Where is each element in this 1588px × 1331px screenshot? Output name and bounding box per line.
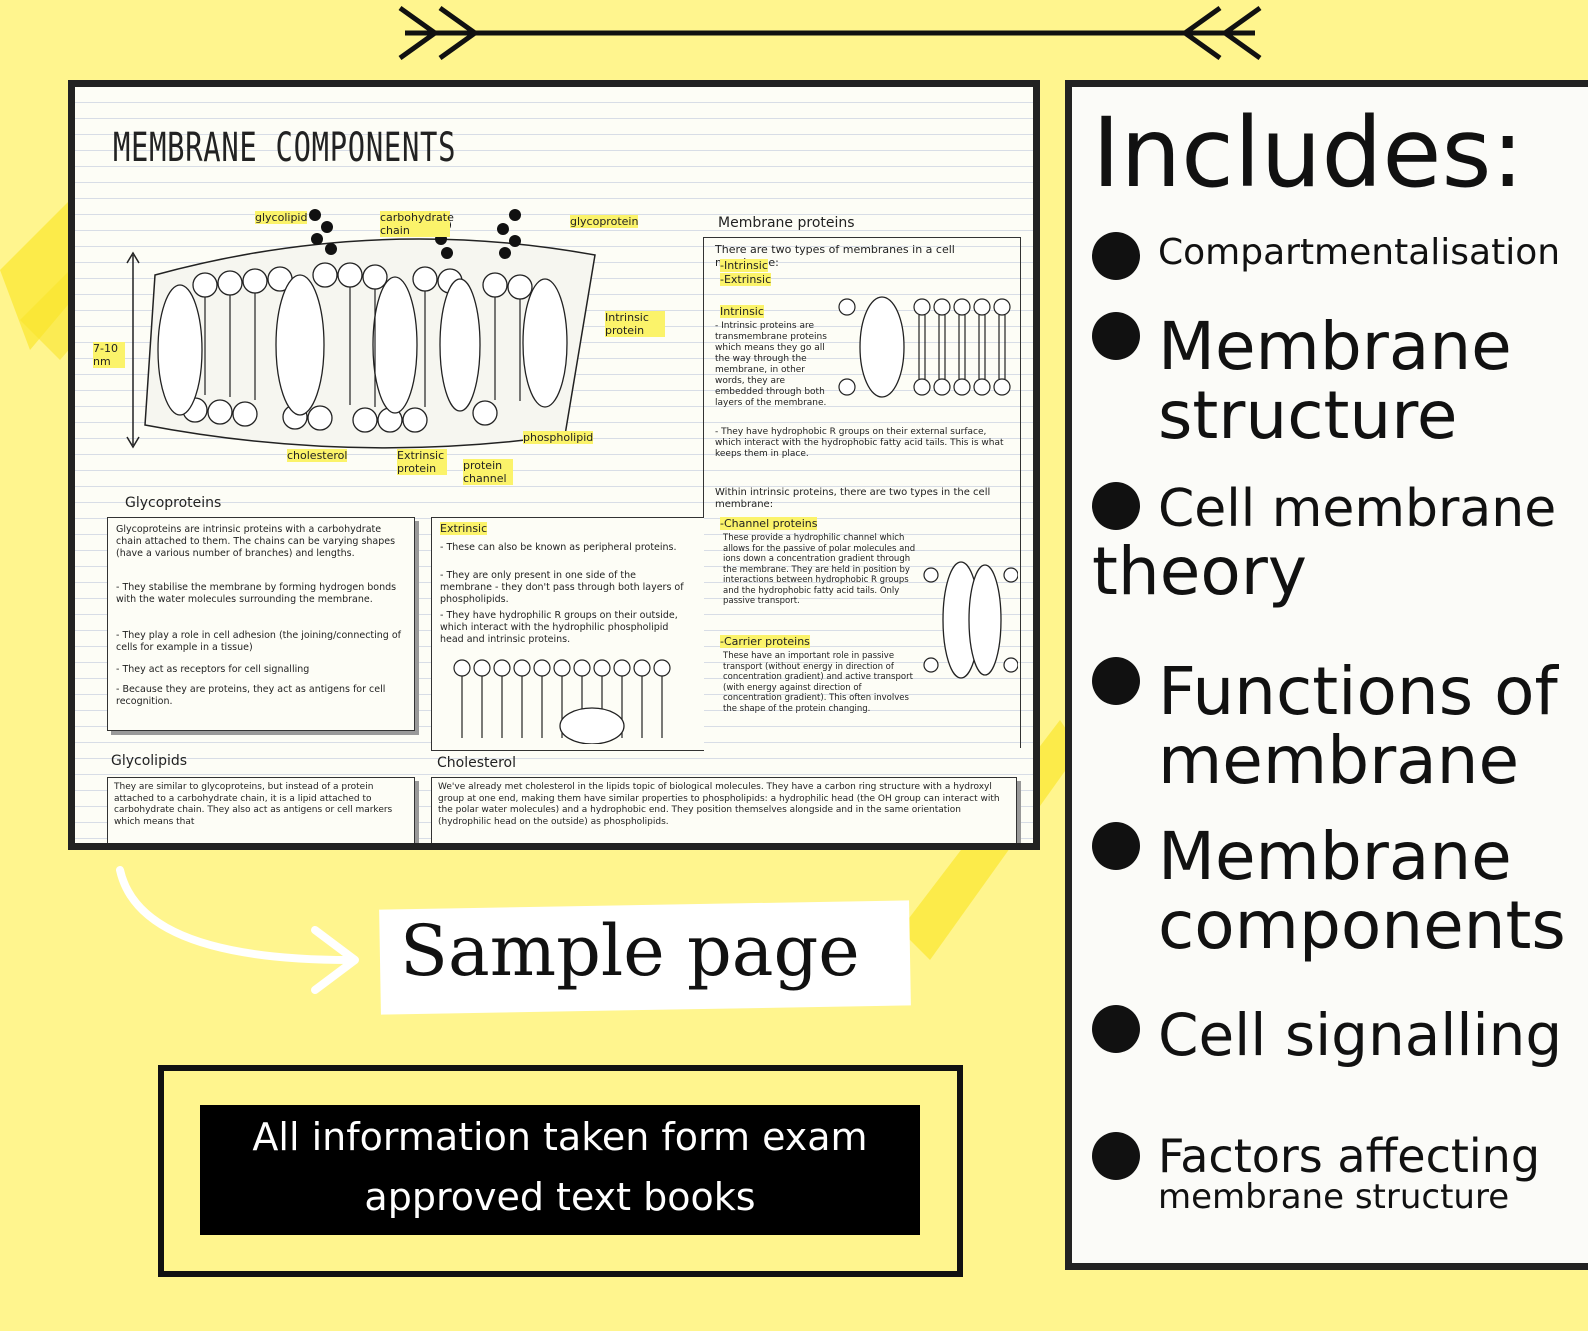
intrinsic-protein-sketch — [838, 296, 1011, 398]
bullet-icon — [1092, 232, 1140, 280]
include-item-line-1: Membrane — [1158, 818, 1512, 895]
glycoproteins-heading: Glycoproteins — [125, 495, 222, 511]
include-item-line-1: Factors affecting — [1158, 1129, 1541, 1183]
glycoproteins-text-2: - They stabilise the membrane by forming… — [116, 582, 397, 605]
include-item-line-2: structure — [1158, 377, 1458, 455]
glycolipids-text: They are similar to glycoproteins, but i… — [114, 782, 393, 827]
include-item-line-2: theory — [1092, 532, 1307, 610]
intrinsic-heading: Intrinsic — [720, 305, 764, 318]
include-item-label: Cell membrane theory — [1092, 479, 1557, 606]
include-item-membrane-components: Membrane components — [1092, 822, 1566, 961]
include-item-line-1: Cell membrane — [1158, 479, 1557, 539]
include-item-cell-membrane-theory: Cell membrane theory — [1092, 482, 1556, 606]
glycoproteins-text-5: - Because they are proteins, they act as… — [116, 684, 386, 707]
info-line-1: All information taken form exam — [252, 1115, 868, 1159]
within-intrinsic: Within intrinsic proteins, there are two… — [715, 487, 991, 510]
label-glycolipid: glycolipid — [255, 211, 308, 224]
label-phospholipid: phospholipid — [523, 431, 594, 444]
include-item-cell-signalling: Cell signalling — [1092, 1005, 1562, 1066]
glycoproteins-box: Glycoproteins are intrinsic proteins wit… — [107, 517, 415, 731]
channel-proteins-heading: -Channel proteins — [720, 517, 818, 530]
label-protein-channel: protein channel — [463, 459, 513, 485]
channel-protein-sketch — [923, 561, 1018, 679]
intrinsic-text-2: - They have hydrophobic R groups on thei… — [715, 427, 1004, 459]
include-item-label: Functions of membrane — [1158, 657, 1558, 796]
info-line-2: approved text books — [364, 1175, 756, 1219]
include-item-factors-affecting: Factors affecting membrane structure — [1092, 1132, 1540, 1216]
include-item-line-1: Functions of — [1158, 653, 1558, 730]
include-item-label: Factors affecting membrane structure — [1158, 1132, 1540, 1216]
label-glycoprotein: glycoprotein — [570, 215, 639, 228]
membrane-proteins-heading: Membrane proteins — [718, 215, 855, 231]
cholesterol-text: We've already met cholesterol in the lip… — [438, 782, 1000, 827]
label-carbohydrate-chain: carbohydrate chain — [380, 211, 454, 237]
glycolipids-box: They are similar to glycoproteins, but i… — [107, 777, 415, 843]
include-item-label: Membrane structure — [1158, 312, 1512, 451]
bullet-icon — [1092, 482, 1140, 530]
extrinsic-text-3: - They have hydrophilic R groups on thei… — [440, 610, 678, 645]
include-item-functions-of-membrane: Functions of membrane — [1092, 657, 1558, 796]
include-item-membrane-structure: Membrane structure — [1092, 312, 1512, 451]
include-item-line-1: Membrane — [1158, 308, 1512, 385]
extrinsic-text-2: - They are only present in one side of t… — [440, 570, 684, 605]
membrane-type-extrinsic: -Extrinsic — [720, 273, 772, 286]
include-item-compartmentalisation: Compartmentalisation — [1092, 232, 1560, 280]
bullet-icon — [1092, 822, 1140, 870]
label-extrinsic-protein: Extrinsic protein — [397, 449, 447, 475]
glycoproteins-text-1: Glycoproteins are intrinsic proteins wit… — [116, 524, 396, 559]
top-arrow-decoration — [398, 5, 1262, 60]
bullet-icon — [1092, 657, 1140, 705]
sample-page-caption: Sample page — [400, 910, 860, 992]
include-item-line-2: membrane structure — [1158, 1177, 1510, 1218]
extrinsic-text-1: - These can also be known as peripheral … — [440, 542, 677, 553]
bullet-icon — [1092, 312, 1140, 360]
extrinsic-bilayer-sketch — [453, 659, 671, 744]
cholesterol-heading: Cholesterol — [437, 755, 517, 771]
include-item-label: Cell signalling — [1158, 1001, 1563, 1069]
bullet-icon — [1092, 1005, 1140, 1053]
carrier-proteins-heading: -Carrier proteins — [720, 635, 810, 648]
label-cholesterol: cholesterol — [287, 449, 348, 462]
include-item-label: Compartmentalisation — [1158, 232, 1561, 273]
info-box: All information taken form exam approved… — [200, 1105, 920, 1235]
glycoproteins-text-4: - They act as receptors for cell signall… — [116, 664, 310, 675]
cholesterol-box: We've already met cholesterol in the lip… — [431, 777, 1017, 843]
info-box-border — [158, 1065, 963, 1277]
sample-title: MEMBRANE COMPONENTS — [113, 125, 457, 171]
membrane-diagram — [126, 209, 596, 449]
includes-title: Includes: — [1092, 97, 1524, 209]
bullet-icon — [1092, 1132, 1140, 1180]
include-item-line-2: components — [1158, 887, 1566, 965]
label-intrinsic-protein: Intrinsic protein — [605, 311, 665, 337]
curved-arrow-icon — [116, 866, 359, 994]
membrane-type-intrinsic: -Intrinsic — [720, 259, 768, 272]
includes-panel: Includes: Compartmentalisation Membrane … — [1065, 80, 1588, 1270]
extrinsic-box: Extrinsic - These can also be known as p… — [431, 517, 704, 751]
label-size: 7-10 nm — [93, 342, 125, 368]
extrinsic-heading: Extrinsic — [440, 522, 488, 535]
include-item-line-2: membrane — [1158, 722, 1520, 800]
glycoproteins-text-3: - They play a role in cell adhesion (the… — [116, 630, 402, 653]
channel-proteins-text: These provide a hydrophilic channel whic… — [723, 533, 916, 606]
intrinsic-text: - Intrinsic proteins are transmembrane p… — [715, 321, 827, 408]
carrier-proteins-text: These have an important role in passive … — [723, 651, 913, 714]
membrane-proteins-box — [703, 237, 1021, 748]
glycolipids-heading: Glycolipids — [111, 753, 188, 769]
sample-page-frame: MEMBRANE COMPONENTS — [68, 80, 1040, 850]
include-item-label: Membrane components — [1158, 822, 1566, 961]
